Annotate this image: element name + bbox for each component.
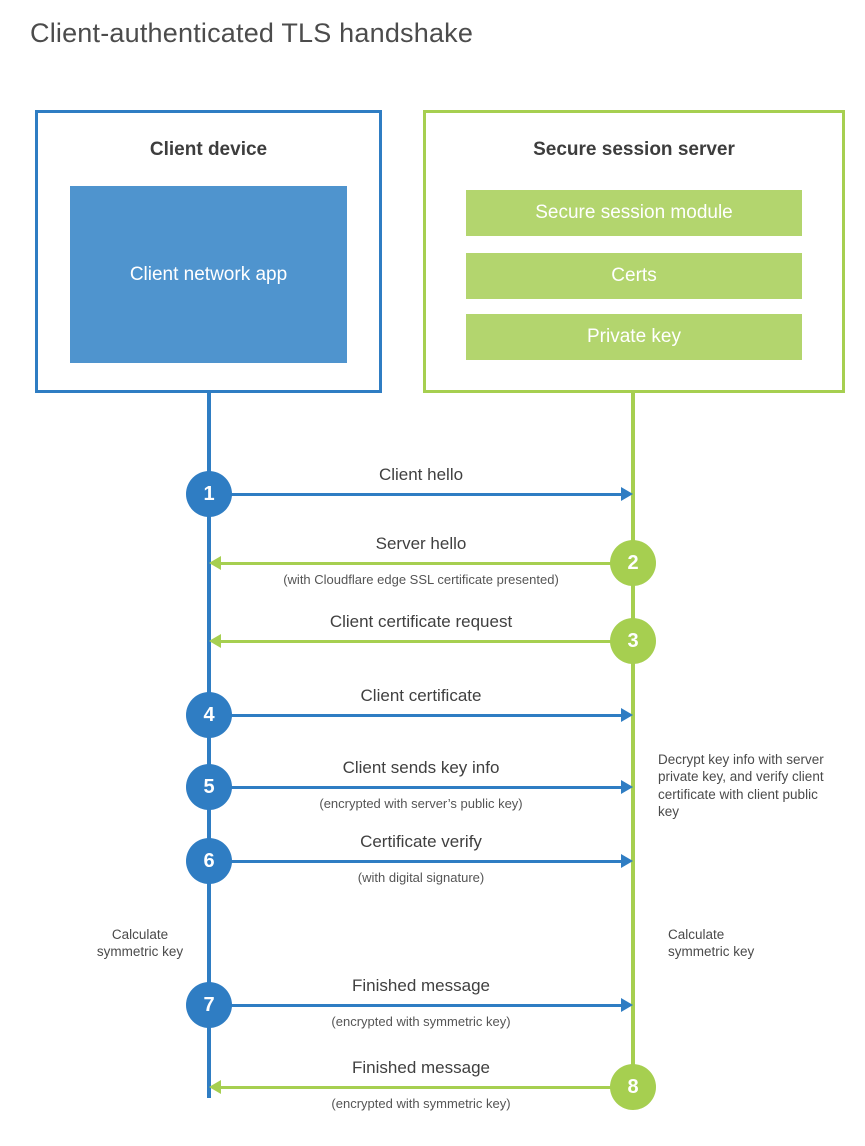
step-2-arrow-line [221, 562, 633, 565]
step-1-label: Client hello [378, 465, 464, 484]
calculate-symmetric-key-note-client: Calculate symmetric key [96, 927, 184, 960]
server-module-private-key: Private key [466, 314, 802, 360]
step-7-label: Finished message [352, 976, 490, 995]
step-4-label: Client certificate [360, 686, 482, 705]
step-6-arrowhead-icon [621, 854, 633, 868]
client-network-app-label: Client network app [129, 263, 288, 285]
step-8-badge: 8 [610, 1064, 656, 1110]
step-5-badge: 5 [186, 764, 232, 810]
step-5-arrow-line [209, 786, 621, 789]
step-2-arrowhead-icon [209, 556, 221, 570]
step-8-label: Finished message [352, 1058, 490, 1077]
step-3-arrow-line [221, 640, 633, 643]
step-3-arrowhead-icon [209, 634, 221, 648]
client-lifeline [207, 393, 211, 1098]
step-6-sublabel: (with digital signature) [357, 870, 485, 885]
client-device-box: Client device Client network app [35, 110, 382, 393]
step-8-arrowhead-icon [209, 1080, 221, 1094]
step-1-badge: 1 [186, 471, 232, 517]
step-8-sublabel: (encrypted with symmetric key) [331, 1096, 511, 1111]
step-5-label: Client sends key info [342, 758, 500, 777]
calculate-symmetric-key-note-server: Calculate symmetric key [668, 927, 755, 960]
secure-session-server-box: Secure session server Secure session mod… [423, 110, 845, 393]
step-6-label: Certificate verify [360, 832, 482, 851]
step-4-arrow-line [209, 714, 621, 717]
step-1-arrow-line [209, 493, 621, 496]
step-3-badge: 3 [610, 618, 656, 664]
step-8-arrow-line [221, 1086, 633, 1089]
step-4-badge: 4 [186, 692, 232, 738]
step-7-sublabel: (encrypted with symmetric key) [331, 1014, 511, 1029]
server-module-certs: Certs [466, 253, 802, 299]
step-7-badge: 7 [186, 982, 232, 1028]
step-3-label: Client certificate request [329, 612, 513, 631]
client-network-app-box: Client network app [70, 186, 347, 363]
step-1-arrowhead-icon [621, 487, 633, 501]
step-6-arrow-line [209, 860, 621, 863]
step-4-arrowhead-icon [621, 708, 633, 722]
step-5-arrowhead-icon [621, 780, 633, 794]
server-lifeline [631, 393, 635, 1093]
step-7-arrowhead-icon [621, 998, 633, 1012]
page-title: Client-authenticated TLS handshake [30, 18, 474, 48]
step-7-arrow-line [209, 1004, 621, 1007]
decrypt-key-note: Decrypt key info with server private key… [658, 752, 824, 819]
step-2-label: Server hello [375, 534, 467, 553]
step-6-badge: 6 [186, 838, 232, 884]
step-2-sublabel: (with Cloudflare edge SSL certificate pr… [283, 572, 559, 587]
step-2-badge: 2 [610, 540, 656, 586]
server-module-secure-session-module: Secure session module [466, 190, 802, 236]
step-5-sublabel: (encrypted with server’s public key) [319, 796, 523, 811]
client-device-title: Client device [149, 139, 268, 160]
secure-session-server-title: Secure session server [533, 139, 735, 160]
